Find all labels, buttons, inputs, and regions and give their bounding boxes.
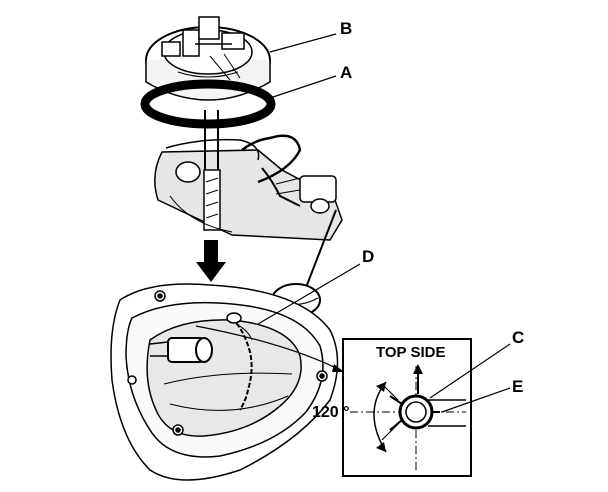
flange-bolt bbox=[172, 424, 184, 436]
label-c: C bbox=[512, 328, 524, 347]
install-direction-arrow bbox=[196, 240, 226, 282]
fuel-tank-opening bbox=[110, 283, 339, 481]
callouts bbox=[257, 33, 511, 413]
label-e: E bbox=[512, 377, 523, 396]
inset-pointer-line bbox=[195, 325, 345, 373]
inset-title: TOP SIDE bbox=[376, 344, 445, 361]
inset-pointer-arrowhead bbox=[332, 364, 344, 372]
flange-bolt bbox=[154, 290, 166, 302]
top-side-inset: TOP SIDE 120 ° bbox=[312, 338, 472, 477]
flange-bolt bbox=[127, 375, 137, 385]
fuel-pump-assembly bbox=[140, 16, 343, 317]
pump-body bbox=[154, 110, 343, 241]
label-a: A bbox=[340, 63, 352, 82]
flange-bolt bbox=[316, 370, 328, 382]
angle-label: 120 ° bbox=[312, 404, 350, 421]
tank-connector bbox=[149, 337, 213, 363]
base-gasket-ring bbox=[140, 79, 276, 129]
label-b: B bbox=[340, 19, 352, 38]
label-d: D bbox=[362, 247, 374, 266]
